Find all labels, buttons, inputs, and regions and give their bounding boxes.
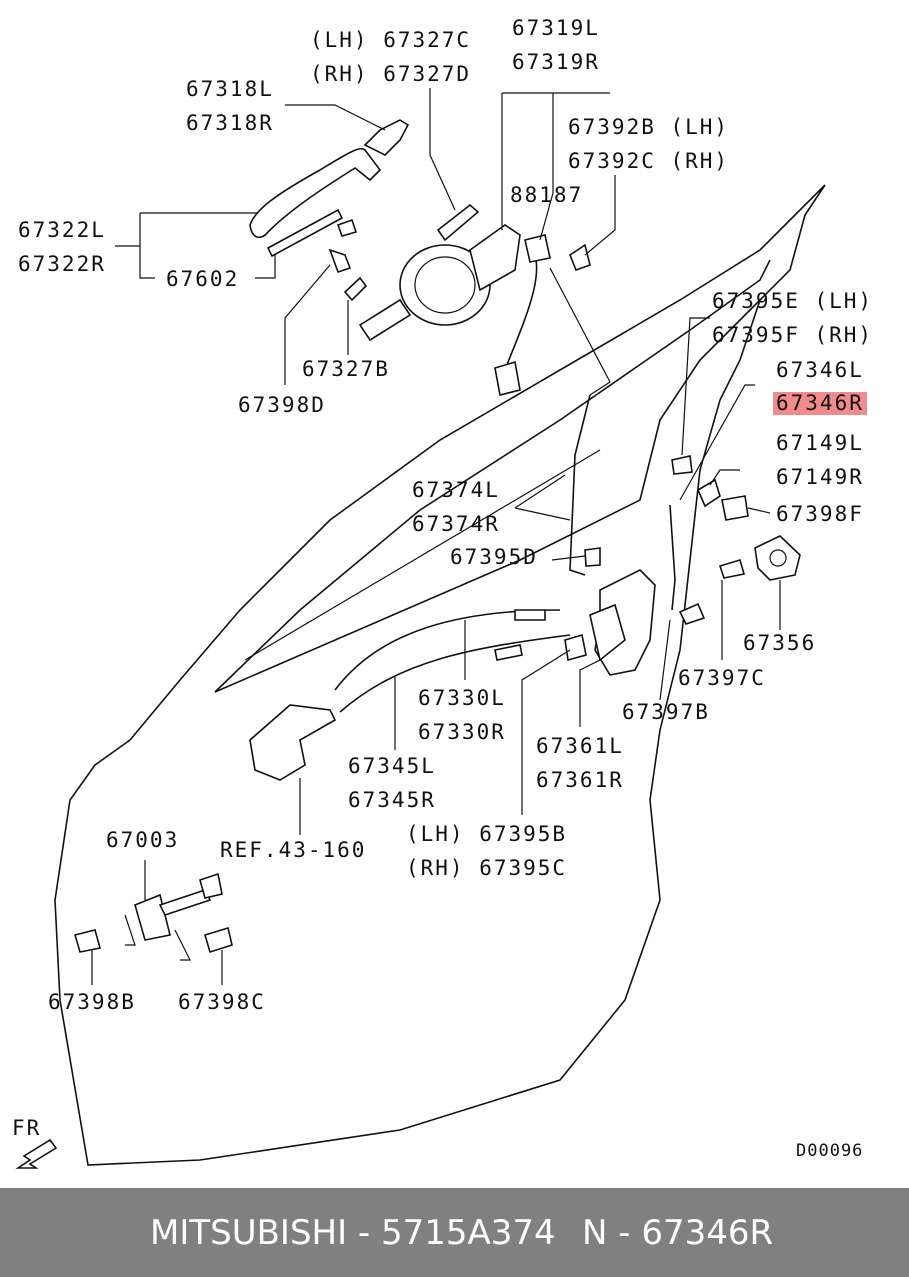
callout-67346l: 67346L [776,358,864,382]
callout-67356: 67356 [743,631,817,655]
door-checker [134,893,171,941]
handle-cap [363,119,410,156]
callout-67330r: 67330R [418,720,506,744]
callout-67319r: 67319R [512,50,600,74]
callout-67327b: 67327B [302,357,390,381]
callout-67327c: (LH) 67327C [310,28,472,52]
bracket-67149 [696,478,721,508]
bolt-67398c [204,926,233,954]
callout-67330l: 67330L [418,686,506,710]
callout-67398b: 67398B [48,990,136,1014]
bolt-67398d [328,248,352,274]
striker [754,535,801,581]
fr-arrow [15,1138,58,1169]
callout-67322l: 67322L [18,218,106,242]
callout-67374r: 67374R [412,512,500,536]
callout-67361r: 67361R [536,768,624,792]
callout-67395b: (LH) 67395B [406,822,568,846]
callout-67346r-highlighted: 67346R [773,392,867,415]
callout-67003: 67003 [106,828,180,852]
door-outline [54,184,826,1166]
rod-67374 [569,394,591,576]
callout-67361l: 67361L [536,734,624,758]
diagram-code: D00096 [796,1141,864,1161]
callout-67395c: (RH) 67395C [406,856,568,880]
leader-lines [91,88,781,985]
clip-67395d [584,547,601,567]
callout-67392c: 67392C (RH) [568,149,730,173]
window-frame [214,259,771,693]
callout-67395e: 67395E (LH) [712,289,874,313]
bolt-67397b [678,602,706,625]
handle-frame-bracket [469,224,521,292]
callout-67395d: 67395D [450,545,538,569]
callout-67397b: 67397B [622,700,710,724]
callout-67397c: 67397C [678,666,766,690]
callout-67319l: 67319L [512,16,600,40]
clip-67395e [671,455,693,475]
callout-67327d: (RH) 67327D [310,62,472,86]
cable-67345 [339,634,571,713]
callout-88187: 88187 [510,183,584,207]
gasket [436,203,480,242]
callout-67322r: 67322R [18,252,106,276]
footer-bar: MITSUBISHI - 5715A374 N - 67346R [0,1188,909,1277]
bolt-67397c [718,559,746,579]
callout-67149r: 67149R [776,465,864,489]
bolt-67398f [721,495,749,521]
callout-ref-43-160: REF.43-160 [220,838,367,862]
footer-reference: N - 67346R [582,1213,774,1253]
window-frame-inner [214,299,761,693]
callout-67392b: 67392B (LH) [568,115,730,139]
footer-brand-part-number: MITSUBISHI - 5715A374 [150,1213,556,1253]
callout-67149l: 67149L [776,431,864,455]
parts-diagram: (LH) 67327C (RH) 67327D 67319L 67319R 67… [12,16,874,1169]
bolt-67398b [73,929,102,953]
diagram-drawing [15,88,826,1169]
front-direction-label: FR [12,1116,42,1140]
callout-67345r: 67345R [348,788,436,812]
bushing-67395b [564,633,587,662]
callout-67345l: 67345L [348,754,436,778]
callout-67318l: 67318L [186,77,274,101]
inside-handle [249,704,337,781]
callout-67398c: 67398C [178,990,266,1014]
belt-line [244,449,601,661]
callout-67398d: 67398D [238,393,326,417]
rod-67602 [266,208,344,258]
callout-67398f: 67398F [776,502,864,526]
rod-67346 [669,504,676,611]
outside-handle [249,148,382,239]
callout-67395f: 67395F (RH) [712,323,874,347]
frame-tail [358,298,412,342]
clip-67392 [569,243,591,272]
callout-67602: 67602 [166,267,240,291]
callout-67318r: 67318R [186,111,274,135]
callout-67374l: 67374L [412,478,500,502]
